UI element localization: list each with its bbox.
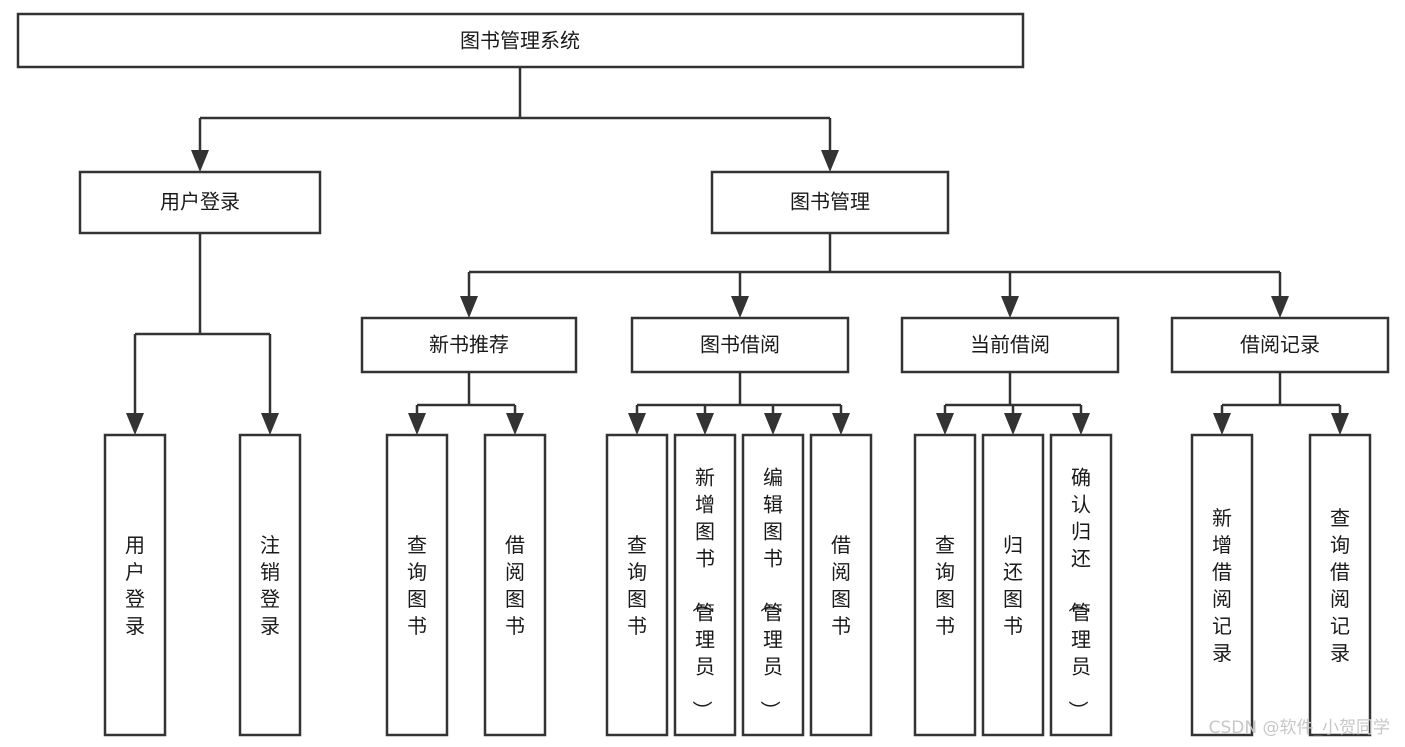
node-leaf-user-login-box[interactable] [103,433,167,737]
node-new-book-recommend-label: 新书推荐 [429,333,509,357]
node-leaf-add-borrow-record-label: 新增借阅记录 [1212,506,1232,665]
arrowhead-leaf-borrow-book-1 [506,413,524,435]
node-leaf-query-book-1-label: 查询图书 [407,533,427,638]
node-current-borrow-box[interactable] [900,316,1120,374]
arrowhead-leaf-query-book-3 [936,413,954,435]
node-leaf-edit-book[interactable]: 编辑图书（管理员） [741,433,805,737]
node-leaf-query-borrow-record-box[interactable] [1308,433,1372,737]
arrowhead-leaf-query-book-2 [628,413,646,435]
node-current-borrow-label: 当前借阅 [970,333,1050,357]
arrowhead-book-management [821,150,839,172]
node-leaf-user-login[interactable]: 用户登录 [103,433,167,737]
node-leaf-query-book-2[interactable]: 查询图书 [605,433,669,737]
node-leaf-borrow-book-2-label: 借阅图书 [831,533,851,638]
node-leaf-query-borrow-record[interactable]: 查询借阅记录 [1308,433,1372,737]
arrowhead-borrow-record [1271,296,1289,318]
node-leaf-user-logout-box[interactable] [238,433,302,737]
node-leaf-query-book-1-box[interactable] [385,433,449,737]
arrowhead-current-borrow [1001,296,1019,318]
arrowhead-leaf-query-book-1 [408,413,426,435]
arrowhead-leaf-add-borrow-record [1213,413,1231,435]
node-book-borrow-label: 图书借阅 [700,333,780,357]
node-current-borrow[interactable]: 当前借阅 [900,316,1120,374]
node-root-label: 图书管理系统 [460,29,580,53]
node-leaf-borrow-book-1-box[interactable] [483,433,547,737]
node-leaf-confirm-return-box[interactable] [1049,433,1113,737]
arrowhead-leaf-return-book [1004,413,1022,435]
node-leaf-add-borrow-record[interactable]: 新增借阅记录 [1190,433,1254,737]
node-leaf-add-book-label: 新增图书（管理员） [690,466,715,721]
node-root[interactable]: 图书管理系统 [16,12,1025,69]
node-leaf-user-logout-label: 注销登录 [260,533,280,638]
node-root-box[interactable] [16,12,1025,69]
node-leaf-query-book-3-box[interactable] [913,433,977,737]
node-borrow-record-label: 借阅记录 [1240,333,1320,357]
node-leaf-borrow-book-1[interactable]: 借阅图书 [483,433,547,737]
arrowhead-new-book-recommend [460,296,478,318]
node-book-borrow[interactable]: 图书借阅 [630,316,850,374]
arrowhead-leaf-confirm-return [1072,413,1090,435]
node-book-management-label: 图书管理 [790,190,870,214]
node-leaf-return-book-label: 归还图书 [1003,533,1023,638]
node-leaf-query-book-3-label: 查询图书 [935,533,955,638]
node-leaf-query-book-2-box[interactable] [605,433,669,737]
arrowhead-leaf-user-logout [261,413,279,435]
connector-layer [126,67,1349,435]
arrowhead-leaf-add-book [696,413,714,435]
node-leaf-return-book-box[interactable] [981,433,1045,737]
node-borrow-record-box[interactable] [1170,316,1390,374]
node-user-login-label: 用户登录 [160,190,240,214]
node-leaf-borrow-book-2-box[interactable] [809,433,873,737]
node-borrow-record[interactable]: 借阅记录 [1170,316,1390,374]
node-leaf-user-logout[interactable]: 注销登录 [238,433,302,737]
node-leaf-add-book-box[interactable] [673,433,737,737]
arrowhead-leaf-edit-book [764,413,782,435]
node-leaf-add-borrow-record-box[interactable] [1190,433,1254,737]
arrowhead-user-login [191,150,209,172]
node-leaf-user-login-label: 用户登录 [125,533,145,638]
node-leaf-return-book[interactable]: 归还图书 [981,433,1045,737]
node-user-login[interactable]: 用户登录 [78,170,322,235]
node-leaf-query-book-2-label: 查询图书 [627,533,647,638]
arrowhead-leaf-borrow-book-2 [832,413,850,435]
node-leaf-borrow-book-2[interactable]: 借阅图书 [809,433,873,737]
node-new-book-recommend[interactable]: 新书推荐 [360,316,578,374]
arrowhead-leaf-query-borrow-record [1331,413,1349,435]
node-leaf-edit-book-label: 编辑图书（管理员） [758,466,783,721]
arrowhead-book-borrow [731,296,749,318]
node-leaf-query-book-3[interactable]: 查询图书 [913,433,977,737]
node-book-management-box[interactable] [710,170,950,235]
node-leaf-query-borrow-record-label: 查询借阅记录 [1330,506,1350,665]
node-leaf-add-book[interactable]: 新增图书（管理员） [673,433,737,737]
node-leaf-query-book-1[interactable]: 查询图书 [385,433,449,737]
node-leaf-borrow-book-1-label: 借阅图书 [505,533,525,638]
arrowhead-leaf-user-login [126,413,144,435]
node-book-borrow-box[interactable] [630,316,850,374]
node-new-book-recommend-box[interactable] [360,316,578,374]
node-book-management[interactable]: 图书管理 [710,170,950,235]
node-leaf-confirm-return[interactable]: 确认归还（管理员） [1049,433,1113,737]
leaf-node-layer: 用户登录 注销登录 查询图书 借阅图书 查询图书 新增图书（管理员） 编辑图书（管理员） 借阅… [103,433,1372,737]
csdn-watermark: CSDN @软件_小贺同学 [1209,718,1390,738]
node-leaf-confirm-return-label: 确认归还（管理员） [1066,466,1091,721]
node-leaf-edit-book-box[interactable] [741,433,805,737]
node-user-login-box[interactable] [78,170,322,235]
